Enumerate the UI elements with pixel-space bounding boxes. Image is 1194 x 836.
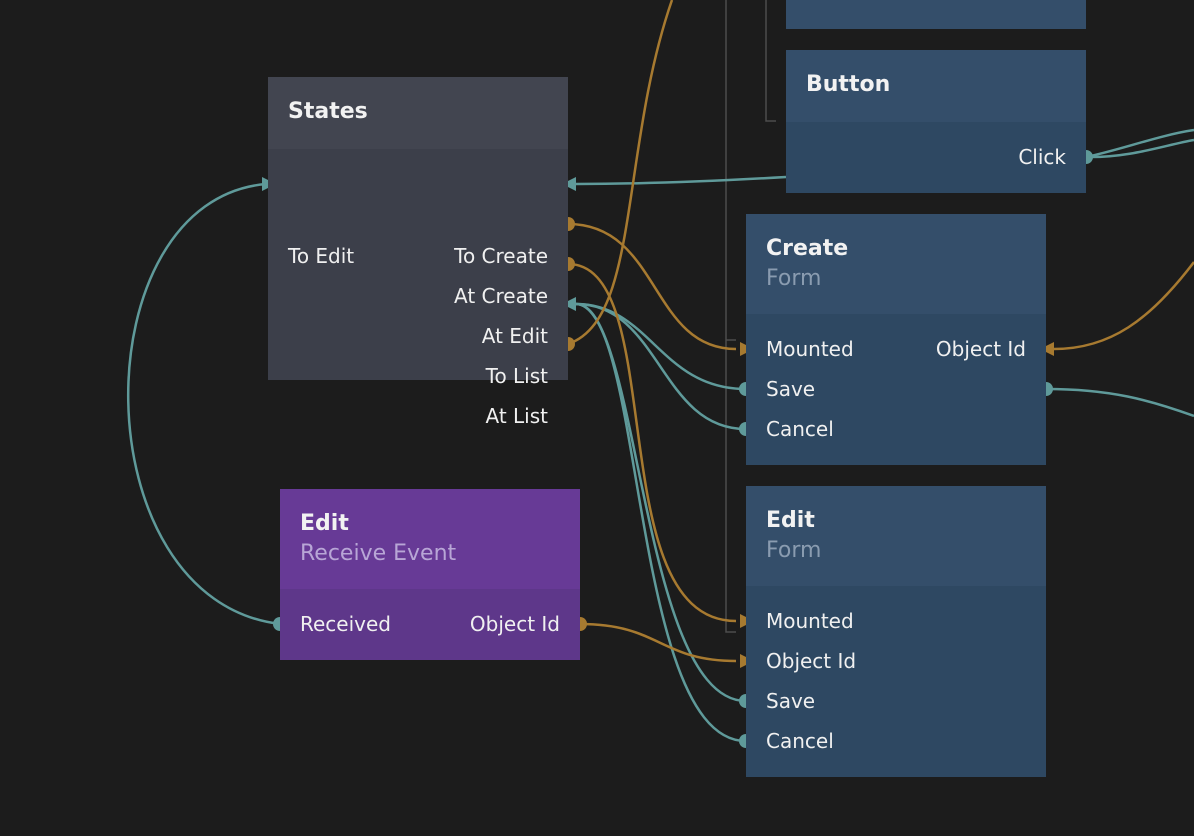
- input-port-mounted[interactable]: Mounted: [766, 609, 854, 633]
- node-offscreen-partial[interactable]: [786, 0, 1086, 29]
- wire-button-click-offscreen-a[interactable]: [1085, 128, 1194, 159]
- node-header[interactable]: Edit Receive Event: [280, 489, 580, 589]
- wire-button-click-to-create[interactable]: [575, 175, 787, 186]
- input-port-to-edit[interactable]: To Edit: [288, 244, 355, 268]
- output-port-object-id[interactable]: Object Id: [935, 337, 1026, 361]
- output-port-object-id[interactable]: Object Id: [469, 612, 560, 636]
- input-port-mounted[interactable]: Mounted: [766, 337, 854, 361]
- wire-create-objectid-offscreen[interactable]: [1045, 387, 1194, 418]
- input-port-cancel[interactable]: Cancel: [766, 729, 834, 753]
- node-create-form[interactable]: Create Form Mounted Object Id Save Cance…: [746, 214, 1046, 465]
- input-port-save[interactable]: Save: [766, 377, 816, 401]
- node-header[interactable]: Button: [786, 50, 1086, 122]
- wire-atedit-to-edit-mounted[interactable]: [567, 262, 737, 623]
- node-title: Edit: [300, 511, 349, 536]
- output-port-to-list[interactable]: To List: [485, 364, 548, 388]
- output-port-at-list[interactable]: At List: [485, 404, 549, 428]
- node-edit-form[interactable]: Edit Form Mounted Object Id Save Cancel: [746, 486, 1046, 777]
- node-button[interactable]: Button Click: [786, 50, 1086, 193]
- input-port-cancel[interactable]: Cancel: [766, 417, 834, 441]
- node-states[interactable]: States To Edit To Create At Create At Ed…: [268, 77, 568, 428]
- node-subtitle: Receive Event: [300, 541, 457, 566]
- input-port-object-id[interactable]: Object Id: [766, 649, 857, 673]
- node-title: Edit: [766, 508, 815, 533]
- input-port-save[interactable]: Save: [766, 689, 816, 713]
- wire-button-click-offscreen-b[interactable]: [1085, 138, 1194, 159]
- wire-atlist-offscreen[interactable]: [567, 0, 674, 346]
- node-header[interactable]: Create Form: [746, 214, 1046, 314]
- node-ports: Received Object Id: [280, 589, 580, 660]
- wire-edit-cancel-to-list[interactable]: [575, 302, 747, 743]
- wire-atcreate-to-create-mounted[interactable]: [567, 222, 737, 351]
- node-header[interactable]: Edit Form: [746, 486, 1046, 586]
- node-ports: Click: [786, 122, 1086, 193]
- output-port-received[interactable]: Received: [300, 612, 391, 636]
- node-title: Create: [766, 236, 849, 261]
- wire-offscreen-to-create-objectid[interactable]: [1053, 261, 1194, 351]
- wire-edit-save-to-list[interactable]: [575, 302, 747, 703]
- wire-create-save-to-list[interactable]: [575, 302, 747, 391]
- node-title: States: [288, 99, 368, 124]
- output-port-click[interactable]: Click: [1018, 145, 1066, 169]
- node-subtitle: Form: [766, 266, 822, 291]
- wire-objectid-to-edit-objectid[interactable]: [579, 622, 737, 663]
- node-ports: Mounted Object Id Save Cancel: [746, 314, 1046, 465]
- output-port-at-create[interactable]: At Create: [454, 284, 548, 308]
- wire-received-to-edit[interactable]: [126, 182, 281, 626]
- node-receive-event[interactable]: Edit Receive Event Received Object Id: [280, 489, 580, 660]
- node-header[interactable]: States: [268, 77, 568, 149]
- node-title: Button: [806, 72, 891, 97]
- node-ports: To Edit To Create At Create At Edit To L…: [268, 149, 568, 428]
- output-port-to-create[interactable]: To Create: [454, 244, 548, 268]
- wire-create-cancel-to-list[interactable]: [575, 302, 747, 431]
- node-ports: Mounted Object Id Save Cancel: [746, 586, 1046, 777]
- output-port-at-edit[interactable]: At Edit: [481, 324, 548, 348]
- node-subtitle: Form: [766, 538, 822, 563]
